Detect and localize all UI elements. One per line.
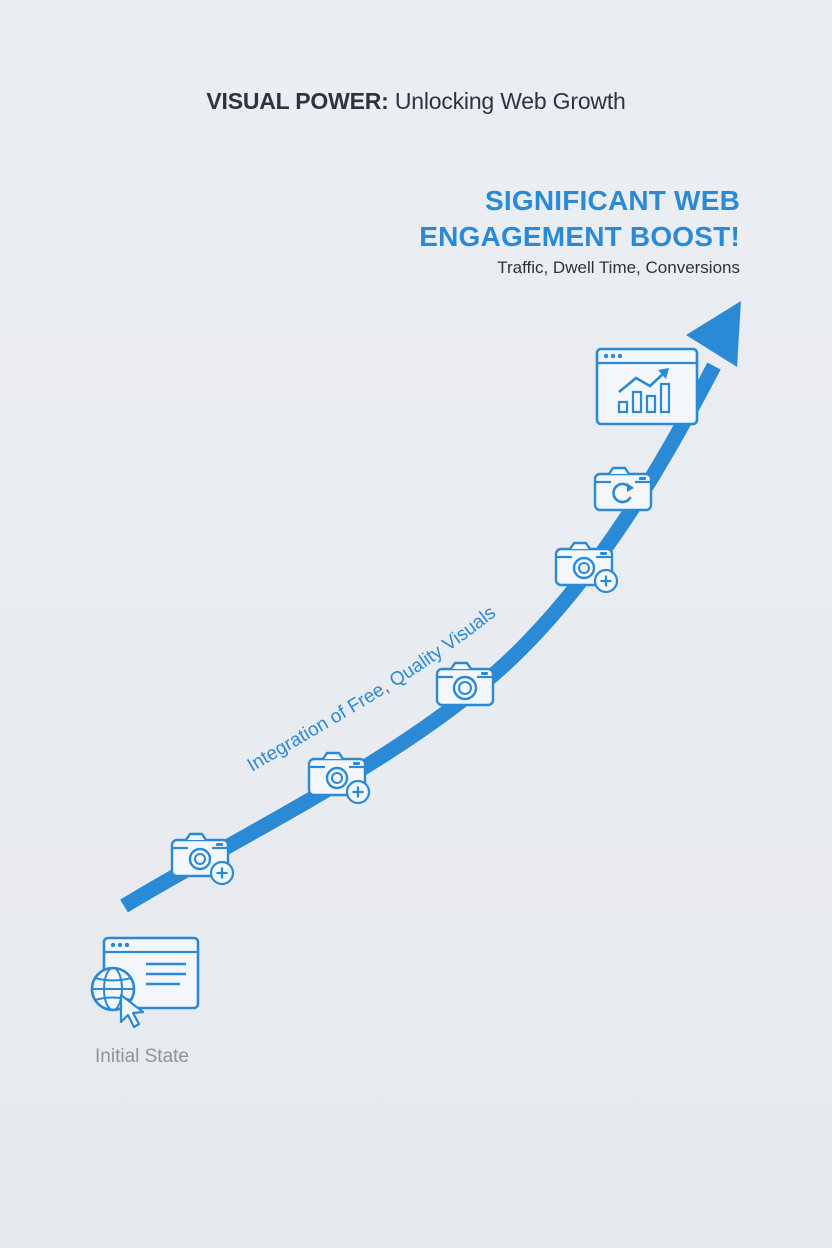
- title-rest: Unlocking Web Growth: [388, 88, 626, 114]
- camera-plus-icon: [170, 832, 235, 886]
- outcome-headline-line1: SIGNIFICANT WEB: [485, 185, 740, 216]
- outcome-subtitle: Traffic, Dwell Time, Conversions: [497, 258, 740, 277]
- diagram-title: VISUAL POWER: Unlocking Web Growth: [0, 88, 832, 115]
- camera-plus-icon: [554, 541, 619, 594]
- camera-icon: [435, 661, 495, 707]
- title-emphasis: VISUAL POWER:: [206, 88, 389, 114]
- growth-arrow-head: [686, 301, 741, 367]
- camera-refresh-icon: [593, 466, 653, 512]
- outcome-headline: SIGNIFICANT WEB ENGAGEMENT BOOST!: [419, 183, 740, 255]
- growth-arrow-shaft: [120, 362, 721, 913]
- website-globe-cursor-icon: [90, 936, 200, 1029]
- start-label: Initial State: [95, 1046, 189, 1067]
- camera-plus-icon: [307, 751, 371, 805]
- outcome-headline-line2: ENGAGEMENT BOOST!: [419, 221, 740, 252]
- website-growth-chart-icon: [595, 347, 699, 426]
